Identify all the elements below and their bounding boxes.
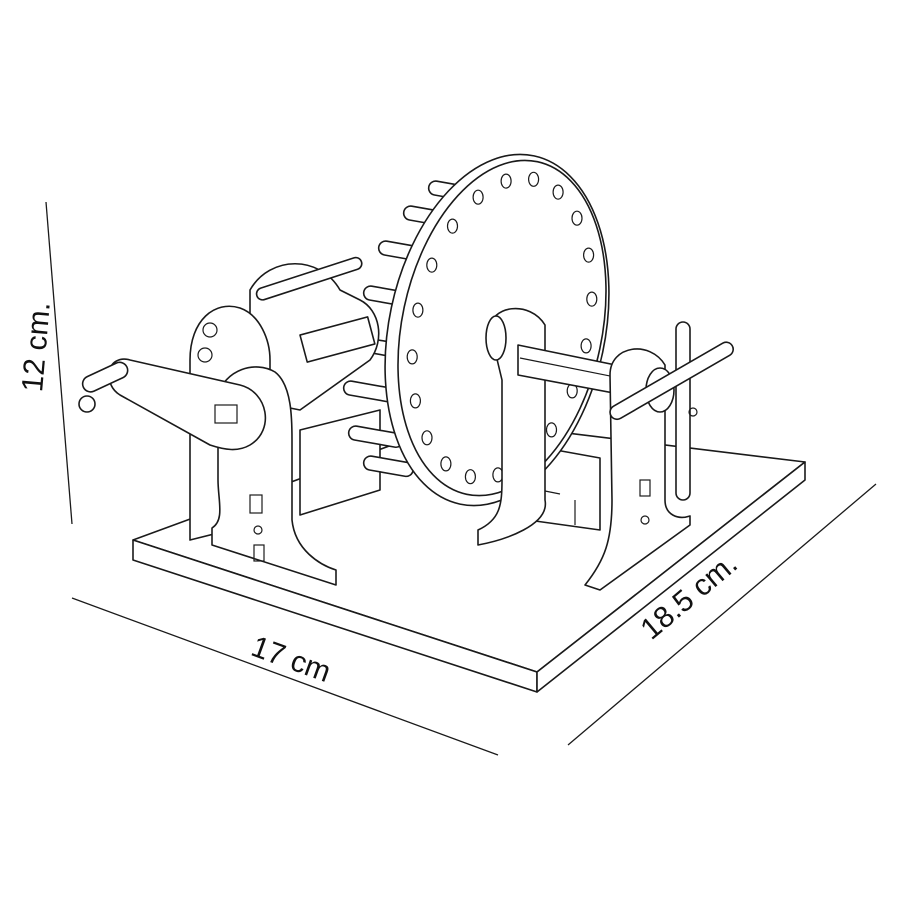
wheel-hole	[446, 218, 459, 234]
wheel-hole	[440, 456, 452, 472]
wheel-hole	[545, 422, 558, 438]
wheel-hole	[527, 171, 540, 187]
wheel-hole	[582, 247, 595, 263]
crank-handle[interactable]	[80, 360, 130, 395]
dimension-lines	[45, 201, 877, 756]
wheel-hole	[421, 430, 433, 446]
left-frame	[249, 256, 380, 411]
wheel-hole	[406, 349, 418, 365]
wheel-hole	[409, 393, 421, 409]
wheel-hole	[580, 338, 592, 354]
crank-arm[interactable]	[78, 358, 267, 451]
wheel-hole	[571, 210, 583, 226]
wheel-hole	[500, 173, 512, 189]
wheel-hole	[464, 469, 476, 485]
wheel-hole	[412, 302, 424, 318]
cross-handle[interactable]	[608, 321, 736, 501]
wheel-hole	[472, 189, 484, 205]
wheel-hole	[552, 184, 564, 200]
wheel-hole	[426, 257, 438, 273]
wheel-hole	[586, 291, 598, 307]
